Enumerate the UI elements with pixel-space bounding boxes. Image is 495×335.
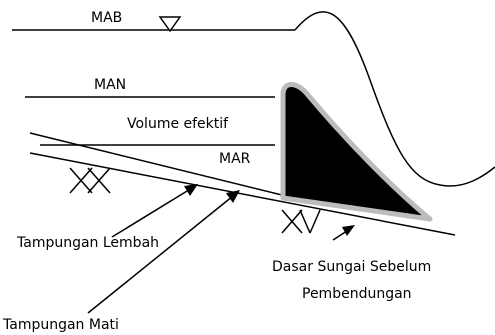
pembendungan-label: Pembendungan — [302, 286, 412, 302]
dasar-sungai-label: Dasar Sungai Sebelum — [272, 259, 431, 275]
tampungan-mati-label: Tampungan Mati — [2, 317, 119, 333]
ground-line-upper — [29, 132, 291, 198]
valley-cross-marks-icon — [69, 167, 111, 194]
river-bed-line — [29, 152, 456, 236]
man-label: MAN — [94, 77, 126, 93]
arrow-dasar-sungai-icon — [332, 225, 355, 241]
dam-embankment-curve — [294, 11, 495, 187]
mab-label: MAB — [91, 10, 122, 26]
tampungan-lembah-label: Tampungan Lembah — [16, 235, 159, 251]
mar-label: MAR — [219, 151, 251, 167]
volume-efektif-label: Volume efektif — [127, 116, 229, 132]
water-surface-triangle-icon — [158, 16, 182, 33]
arrow-tampungan-lembah-icon — [111, 184, 198, 238]
dam-core — [280, 82, 433, 222]
bed-cross-marks-icon — [281, 209, 321, 234]
arrow-tampungan-mati-icon — [87, 190, 240, 314]
